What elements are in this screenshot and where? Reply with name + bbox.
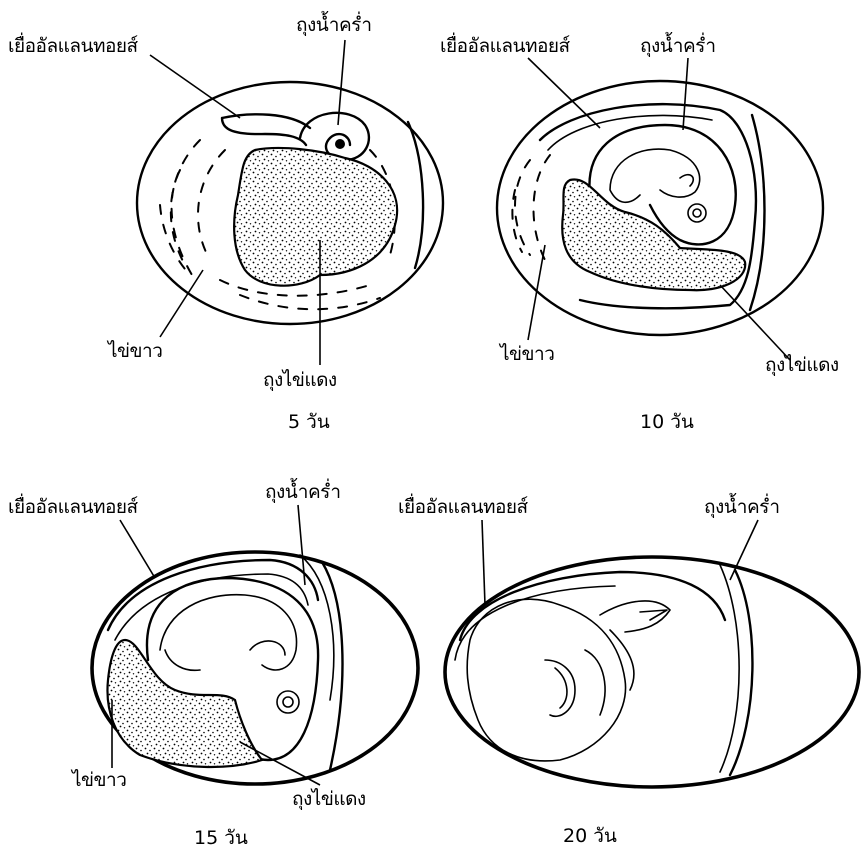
embryo [610,149,700,202]
label-albumen-day5: ไข่ขาว [108,340,162,362]
label-allantois-day15: เยื่ออัลแลนทอยส์ [8,496,138,518]
embryo-eye [277,691,299,713]
caption-day10: 10 วัน [640,411,694,433]
allantois [108,560,318,630]
egg-day-10 [497,58,823,360]
egg-day-5 [137,40,443,365]
label-amnion-day15: ถุงน้ำคร่ำ [265,481,341,503]
label-yolk-sac-day15: ถุงไข่แดง [292,788,366,810]
embryo-eye [688,204,706,222]
label-amnion-day20: ถุงน้ำคร่ำ [704,496,780,518]
chick-feet [545,650,605,716]
label-albumen-day10: ไข่ขาว [500,343,554,365]
caption-day5: 5 วัน [288,411,330,433]
yolk-sac [562,179,745,290]
air-cell [750,115,765,310]
caption-day20: 20 วัน [563,825,617,847]
label-albumen-day15: ไข่ขาว [72,769,126,791]
albumen-dashes [512,155,550,260]
label-amnion-day10: ถุงน้ำคร่ำ [640,35,716,57]
label-allantois-day20: เยื่ออัลแลนทอยส์ [398,496,528,518]
label-yolk-sac-day10: ถุงไข่แดง [765,354,839,376]
chick-head [600,601,670,632]
label-yolk-sac-day5: ถุงไข่แดง [263,369,337,391]
chick [467,599,625,761]
caption-day15: 15 วัน [194,827,248,849]
air-cell [730,570,752,775]
label-allantois-day10: เยื่ออัลแลนทอยส์ [440,35,570,57]
label-amnion-day5: ถุงน้ำคร่ำ [296,14,372,36]
yolk-sac [107,640,262,767]
embryo [160,595,297,671]
air-cell [408,122,423,268]
allantois [222,114,310,145]
label-allantois-day5: เยื่ออัลแลนทอยส์ [8,35,138,57]
yolk-sac [234,148,397,286]
egg-day-20 [445,520,859,787]
eggshell [497,81,823,335]
egg-day-15 [92,505,418,785]
embryo [335,139,345,149]
